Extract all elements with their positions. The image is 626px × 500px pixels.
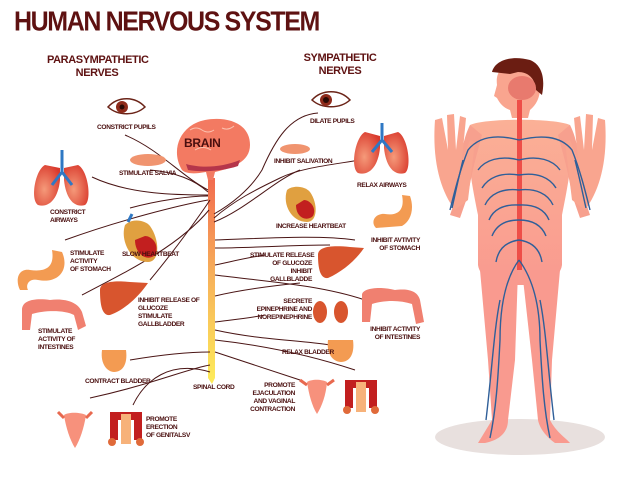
parasympathetic-heading: PARASYMPATHETIC NERVES bbox=[47, 54, 149, 80]
label-line: ERECTION bbox=[146, 424, 178, 431]
page-title: HUMAN NERVOUS SYSTEM bbox=[14, 6, 320, 38]
eye-left bbox=[106, 98, 147, 115]
bladder-left bbox=[101, 350, 127, 372]
label-line: OF INTESTINES bbox=[374, 334, 421, 341]
label-line: OF STOMACH bbox=[379, 245, 420, 252]
tongue-right bbox=[280, 144, 310, 154]
label-line: EPINEPHRINE AND bbox=[256, 306, 313, 313]
label-line: CONTRACT BLADDER bbox=[85, 378, 151, 385]
label-inhibit-intestines: INHIBIT ACTIVITY OF INTESTINES bbox=[362, 326, 420, 342]
figure-nerves bbox=[449, 136, 591, 439]
liver-left bbox=[100, 281, 148, 316]
label-dilate-pupils: DILATE PUPILS bbox=[310, 118, 355, 126]
intestines-right bbox=[362, 287, 424, 324]
label-constrict-pupils: CONSTRICT PUPILS bbox=[97, 124, 156, 132]
label-line: GALLBLADDER bbox=[138, 321, 185, 328]
label-line: STIMULATE bbox=[138, 313, 173, 320]
figure-spinal-cord bbox=[517, 100, 522, 270]
eye-right bbox=[310, 91, 352, 108]
label-relax-bladder: RELAX BLADDER bbox=[282, 349, 334, 357]
label-line: INTESTINES bbox=[38, 344, 74, 351]
sympathetic-heading: SYMPATHETIC NERVES bbox=[300, 52, 380, 78]
tongue-left bbox=[130, 154, 166, 166]
label-line: INHIBIT RELEASE OF bbox=[138, 297, 200, 304]
uterus-left bbox=[56, 410, 94, 448]
adrenal-right bbox=[313, 301, 348, 323]
label-line: STIMULATE bbox=[70, 250, 105, 257]
label-line: GALLBLADDE bbox=[270, 276, 312, 283]
label-line: RELAX AIRWAYS bbox=[357, 182, 407, 189]
label-line: GLUCOZE bbox=[138, 305, 168, 312]
male-genitals-left bbox=[108, 412, 144, 446]
label-line: OF STOMACH bbox=[70, 266, 111, 273]
label-line: INHIBIT bbox=[290, 268, 313, 275]
male-genitals-right bbox=[343, 380, 379, 414]
label-line: STIMULATE bbox=[38, 328, 73, 335]
label-inhibit-salivation: INHIBIT SALIVATION bbox=[274, 158, 333, 166]
brain-illustration bbox=[176, 118, 250, 180]
label-line: SECRETE bbox=[283, 298, 312, 305]
label-line: SLOW HEARTBEAT bbox=[122, 251, 179, 258]
heart-right bbox=[285, 186, 316, 222]
label-line: DILATE PUPILS bbox=[310, 118, 355, 125]
human-figure bbox=[434, 58, 606, 455]
label-line: PROMOTE bbox=[146, 416, 177, 423]
label-line: CONTRACTION bbox=[250, 406, 295, 413]
label-line: OF GLUCOZE bbox=[272, 260, 312, 267]
label-stimulate-salvia: STIMULATE SALVIA bbox=[119, 170, 177, 178]
label-line: OF GENITALSV bbox=[146, 432, 191, 439]
label-line: EJACULATION bbox=[252, 390, 295, 397]
heading-line: PARASYMPATHETIC bbox=[47, 54, 149, 66]
brain-label: BRAIN bbox=[184, 136, 221, 150]
label-relax-airways: RELAX AIRWAYS bbox=[357, 182, 407, 190]
lungs-right bbox=[354, 123, 409, 174]
stomach-right bbox=[373, 195, 413, 228]
label-line: NOREPINEPHRINE bbox=[257, 314, 313, 321]
label-line: INHIBIT SALIVATION bbox=[274, 158, 333, 165]
heading-line: NERVES bbox=[318, 65, 362, 77]
label-stimulate-stomach: STIMULATE ACTIVITY OF STOMACH bbox=[70, 250, 111, 274]
label-secrete-epinephrine: SECRETE EPINEPHRINE AND NOREPINEPHRINE bbox=[250, 298, 313, 322]
label-line: ACTIVITY OF bbox=[38, 336, 76, 343]
label-slow-heartbeat: SLOW HEARTBEAT bbox=[122, 251, 179, 259]
label-line: ACTIVITY bbox=[70, 258, 98, 265]
label-line: PROMOTE bbox=[264, 382, 295, 389]
label-stimulate-intestines: STIMULATE ACTIVITY OF INTESTINES bbox=[38, 328, 75, 352]
heading-line: NERVES bbox=[75, 67, 119, 79]
lungs-left bbox=[34, 150, 89, 206]
label-line: AND VAGINAL bbox=[253, 398, 296, 405]
label-line: INHIBIT ACTIVITY bbox=[370, 326, 420, 333]
label-contract-bladder: CONTRACT BLADDER bbox=[85, 378, 151, 386]
heading-line: SYMPATHETIC bbox=[303, 52, 377, 64]
label-line: STIMULATE SALVIA bbox=[119, 170, 177, 177]
label-increase-heartbeat: INCREASE HEARTBEAT bbox=[276, 223, 346, 231]
label-inhibit-glucose: INHIBIT RELEASE OF GLUCOZE STIMULATE GAL… bbox=[138, 297, 200, 329]
label-line: STIMULATE RELEASE bbox=[250, 252, 315, 259]
label-line: AIRWAYS bbox=[50, 217, 78, 224]
label-constrict-airways: CONSTRICT AIRWAYS bbox=[50, 209, 86, 225]
label-line: INHIBIT AVTIVITY bbox=[371, 237, 420, 244]
uterus-right bbox=[299, 378, 335, 414]
spinal-cord-label: SPINAL CORD bbox=[193, 384, 235, 391]
stomach-left bbox=[17, 250, 65, 290]
heart-left bbox=[123, 213, 158, 262]
label-promote-erection: PROMOTE ERECTION OF GENITALSV bbox=[146, 416, 190, 440]
bladder-right bbox=[327, 340, 354, 362]
label-line: CONSTRICT PUPILS bbox=[97, 124, 156, 131]
liver-right bbox=[318, 246, 364, 279]
label-inhibit-stomach: INHIBIT AVTIVITY OF STOMACH bbox=[366, 237, 420, 253]
spinal-cord bbox=[208, 178, 215, 384]
label-line: CONSTRICT bbox=[50, 209, 86, 216]
label-line: INCREASE HEARTBEAT bbox=[276, 223, 346, 230]
label-stimulate-glucose: STIMULATE RELEASE OF GLUCOZE INHIBIT GAL… bbox=[250, 252, 315, 284]
floor-shadow bbox=[435, 419, 605, 455]
intestines-left bbox=[22, 299, 86, 330]
nerve-lines bbox=[64, 112, 366, 406]
label-line: RELAX BLADDER bbox=[282, 349, 334, 356]
label-promote-ejaculation: PROMOTE EJACULATION AND VAGINAL CONTRACT… bbox=[250, 382, 295, 414]
